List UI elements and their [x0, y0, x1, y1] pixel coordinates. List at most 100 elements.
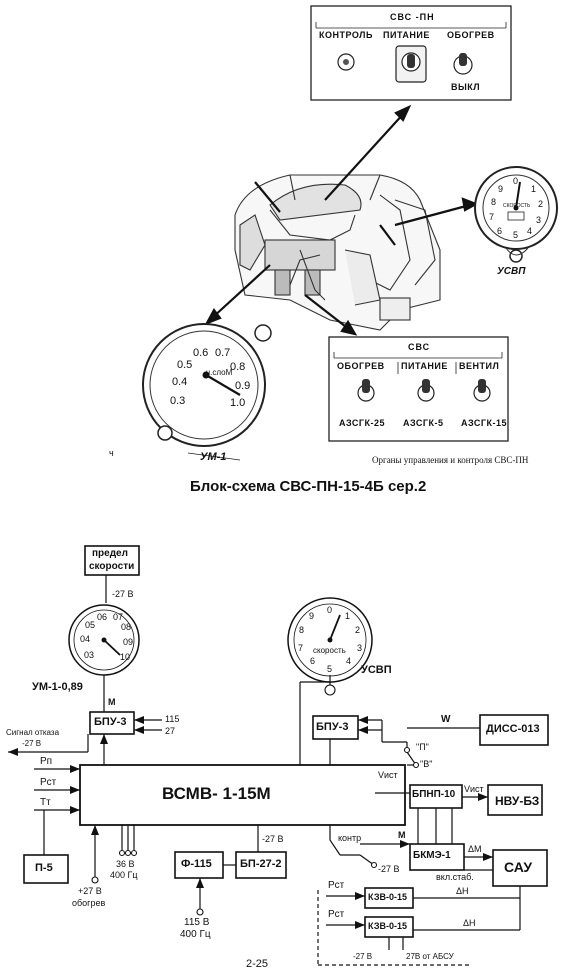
- vsmv-main-box: ВСМВ- 1-15М: [162, 784, 271, 803]
- usvp-sch-tick: 2: [355, 625, 361, 635]
- margin-mark: ч: [109, 448, 114, 458]
- m2-label: М: [398, 830, 406, 840]
- usvp-gauge-label: УСВП: [497, 266, 526, 277]
- bpu-left-box: БПУ-3: [94, 716, 127, 728]
- v27-bottom-label: -27 В: [353, 952, 373, 961]
- svs-column-label: ВЕНТИЛ: [459, 361, 500, 371]
- usvp-tick: 2: [538, 199, 544, 209]
- um-sch-tick: 08: [121, 622, 132, 632]
- pst-label: Рст: [40, 777, 57, 788]
- um-sch-tick: 06: [97, 612, 108, 622]
- pst3-label: Рст: [328, 909, 345, 920]
- v36-label: 36 В: [116, 859, 135, 869]
- usvp-sch-tick: 5: [327, 664, 333, 674]
- bpnp-box: БПНП-10: [412, 789, 456, 800]
- svs-breaker-label: АЗСГК-15: [461, 418, 508, 428]
- f115-box: Ф-115: [181, 858, 212, 870]
- um-sch-tick: 04: [80, 634, 91, 644]
- usvp-tick: 5: [513, 230, 519, 240]
- top-control-state: ВЫКЛ: [451, 82, 481, 92]
- dh2-label: ΔН: [463, 918, 476, 928]
- um-tick: 0.5: [177, 359, 193, 371]
- kzv1-box: КЗВ-0-15: [368, 892, 407, 902]
- page-number: 2-25: [246, 958, 269, 970]
- v27-top: -27 В: [112, 589, 134, 599]
- um-tick: 1.0: [230, 397, 246, 409]
- svs-panel-frame: [328, 336, 509, 442]
- obogrev-label: обогрев: [72, 898, 106, 908]
- usvp-tick: 7: [489, 212, 495, 222]
- usvp-tick: 4: [527, 226, 533, 236]
- tt-label: Тт: [40, 797, 51, 808]
- svs-toggles: [357, 379, 491, 402]
- top-control-label-obogrev: ОБОГРЕВ: [447, 30, 495, 40]
- diagram-title: Блок-схема СВС-ПН-15-4Б сер.2: [190, 478, 427, 495]
- usvp-sch-tick: 4: [346, 656, 352, 666]
- absu-label: 27В от АБСУ: [406, 952, 454, 961]
- usvp-tick: 6: [497, 226, 503, 236]
- um-tick: 0.4: [172, 376, 188, 388]
- dh1-label: ΔН: [456, 886, 469, 896]
- usvp-inner-label: СКОРОСТЬ: [503, 203, 531, 209]
- n27-label: 27: [165, 726, 176, 736]
- top-panel-title: СВС -ПН: [390, 12, 435, 22]
- um-sch-tick: 03: [84, 650, 95, 660]
- um-tick: 0.3: [170, 395, 186, 407]
- w-label: W: [441, 714, 451, 725]
- hz400b-label: 400 Гц: [180, 929, 211, 940]
- limit-box-line1: предел: [92, 548, 128, 559]
- m-label-left: М: [108, 697, 116, 707]
- pointer-arrows: [204, 104, 479, 336]
- svs-breaker-label: АЗСГК-5: [403, 418, 444, 428]
- usvp-tick: 9: [498, 184, 504, 194]
- top-control-label-pitanie: ПИТАНИЕ: [383, 30, 430, 40]
- cockpit-drawing: [234, 174, 441, 331]
- hz400-label: 400 Гц: [110, 870, 138, 880]
- um-sch-label: УМ-1-0,89: [32, 681, 83, 693]
- usvp-tick: 1: [531, 184, 537, 194]
- usvp-sch-tick: 9: [309, 611, 315, 621]
- diss-box: ДИСС-013: [486, 723, 540, 735]
- figure-caption: Органы управления и контроля СВС-ПН: [372, 455, 529, 465]
- bpu-right-box: БПУ-3: [316, 721, 349, 733]
- v-switch-label: "В": [420, 759, 433, 769]
- usvp-sch-tick: 3: [357, 643, 363, 653]
- bp27-box: БП-27-2: [240, 858, 282, 870]
- um-sch-tick: 05: [85, 620, 96, 630]
- um-sch-tick: 09: [123, 637, 134, 647]
- um-tick: 0.6: [193, 347, 209, 359]
- v27-kontr-label: -27 В: [378, 864, 400, 874]
- bkmz-box: БКМЭ-1: [413, 850, 451, 861]
- v27-bp-label: -27 В: [262, 834, 284, 844]
- dm-label: ΔМ: [468, 844, 482, 854]
- fail-signal-label: Сигнал отказа: [6, 728, 60, 737]
- top-panel-frame: [310, 5, 512, 101]
- um-gauge-drawing: [142, 323, 272, 461]
- usvp-sch-tick: 6: [310, 656, 316, 666]
- nvu-box: НВУ-БЗ: [495, 794, 540, 808]
- usvp-gauge-drawing: [474, 166, 558, 263]
- plus27-label: +27 В: [78, 886, 102, 896]
- kzv2-box: КЗВ-0-15: [368, 921, 407, 931]
- vkl-label: вкл.стаб.: [436, 872, 474, 882]
- svs-column-label: ОБОГРЕВ: [337, 361, 385, 371]
- n115-label: 115: [165, 714, 180, 724]
- pst2-label: Рст: [328, 880, 345, 891]
- illustration: [142, 5, 558, 461]
- um-tick: 0.7: [215, 347, 231, 359]
- vist-label: Vист: [378, 770, 398, 780]
- p5-box: П-5: [35, 862, 53, 874]
- top-control-label-kontrol: КОНТРОЛЬ: [319, 30, 373, 40]
- um-gauge-label: УМ-1: [200, 451, 227, 463]
- usvp-sch-tick: 1: [345, 611, 351, 621]
- usvp-sch-tick: 8: [299, 625, 305, 635]
- usvp-tick: 8: [491, 197, 497, 207]
- usvp-sch-label: УСВП: [361, 664, 392, 676]
- usvp-tick: 3: [536, 215, 542, 225]
- v115-label: 115 В: [184, 917, 210, 928]
- svs-column-label: ПИТАНИЕ: [401, 361, 448, 371]
- limit-box-line2: скорости: [89, 561, 135, 572]
- um-tick: 0.9: [235, 380, 251, 392]
